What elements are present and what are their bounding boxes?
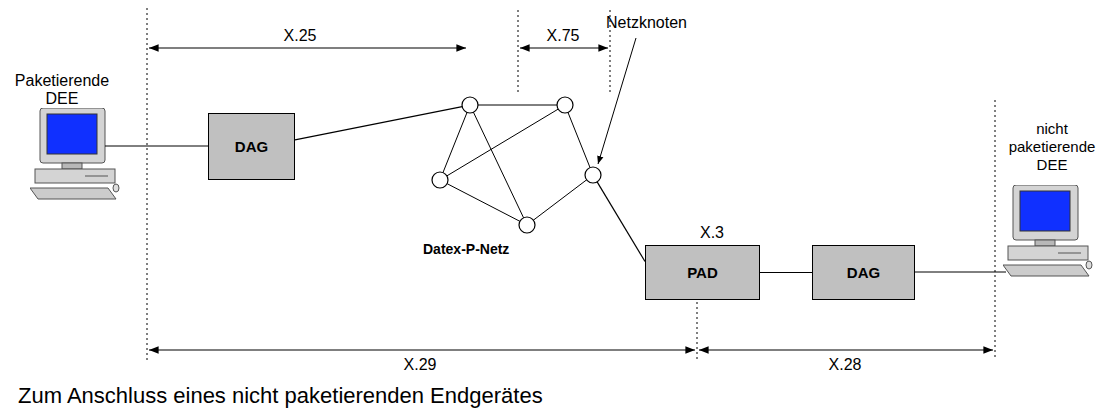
box-label: DAG	[235, 138, 268, 155]
pad-box: PAD	[645, 245, 760, 300]
interface-label: X.25	[282, 27, 319, 45]
device-label: Paketierende DEE	[6, 72, 118, 108]
adapter-box: DAG	[812, 245, 915, 300]
cable	[105, 146, 208, 147]
reference-lines	[147, 8, 995, 360]
connector	[760, 272, 812, 273]
connector	[597, 182, 645, 262]
adapter-box: DAG	[208, 113, 295, 180]
connector	[295, 107, 462, 140]
interface-label: X.29	[402, 356, 439, 374]
network-nodes	[432, 97, 601, 233]
network-links	[440, 105, 593, 225]
callout-label: Netzknoten	[606, 14, 687, 32]
caption: Zum Anschluss eines nicht paketierenden …	[18, 383, 543, 409]
leader-line	[598, 38, 636, 164]
interface-label: X.28	[827, 356, 864, 374]
box-label: DAG	[847, 264, 880, 281]
network-name: Datex-P-Netz	[423, 241, 509, 257]
interface-label: X.3	[698, 224, 726, 242]
box-label: PAD	[687, 264, 718, 281]
computer-icon	[30, 108, 119, 199]
interface-arrows	[149, 48, 993, 350]
computer-icon	[1003, 185, 1092, 276]
interface-label: X.75	[545, 27, 582, 45]
cable	[915, 272, 1006, 273]
device-label: nicht paketierende DEE	[1004, 120, 1100, 174]
